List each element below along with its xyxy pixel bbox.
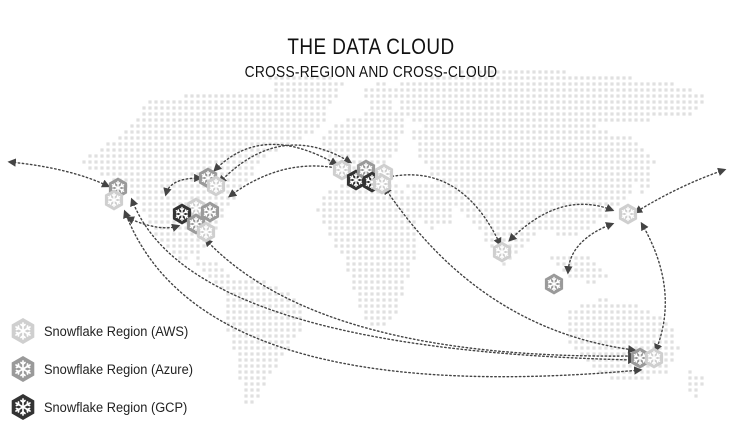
snowflake-region-marker [618, 203, 638, 225]
snowflake-icon [107, 192, 121, 208]
legend: Snowflake Region (AWS) Snowflake Region … [10, 312, 201, 426]
snowflake-icon [633, 350, 647, 366]
snowflake-icon [15, 322, 31, 340]
snowflake-icon [209, 178, 223, 194]
snowflake-region-marker [644, 347, 664, 369]
snowflake-icon [621, 206, 635, 222]
replication-arrow [123, 209, 643, 378]
replication-arrow [163, 173, 203, 197]
snowflake-region-marker [372, 173, 392, 195]
legend-label-gcp: Snowflake Region (GCP) [44, 399, 188, 415]
snowflake-region-marker [544, 273, 564, 295]
snowflake-region-marker [200, 201, 220, 223]
snowflake-region-marker [11, 318, 35, 344]
snowflake-region-marker [11, 356, 35, 382]
snowflake-icon [11, 356, 35, 382]
snowflake-region-marker [492, 241, 512, 263]
snowflake-region-marker [11, 394, 35, 420]
diagram-subtitle: CROSS-REGION AND CROSS-CLOUD [244, 64, 498, 81]
replication-arrow [640, 221, 666, 353]
snowflake-region-marker [630, 347, 650, 369]
diagram-title: THE DATA CLOUD [287, 34, 455, 59]
snowflake-icon [15, 360, 31, 378]
replication-arrow [383, 185, 637, 354]
snowflake-icon [375, 176, 389, 192]
snowflake-region-marker [172, 203, 192, 225]
snowflake-region-marker [104, 189, 124, 211]
legend-item-gcp: Snowflake Region (GCP) [10, 388, 201, 426]
snowflake-icon [335, 162, 349, 178]
snowflake-icon [189, 216, 203, 232]
connection-arrows [7, 143, 727, 378]
legend-label-azure: Snowflake Region (Azure) [44, 361, 193, 377]
snowflake-icon [15, 398, 31, 416]
replication-arrow [633, 167, 727, 214]
replication-arrow [218, 144, 353, 184]
snowflake-icon [11, 318, 35, 344]
snowflake-icon [199, 224, 213, 240]
legend-item-azure: Snowflake Region (Azure) [10, 350, 201, 388]
snowflake-icon [495, 244, 509, 260]
replication-arrow [125, 216, 181, 232]
legend-label-aws: Snowflake Region (AWS) [44, 323, 189, 339]
snowflake-region-marker [186, 197, 206, 219]
snowflake-icon [547, 276, 561, 292]
snowflake-icon [203, 204, 217, 220]
replication-arrow [7, 158, 111, 188]
snowflake-icon [11, 394, 35, 420]
snowflake-icon [175, 206, 189, 222]
snowflake-icon [189, 200, 203, 216]
snowflake-region-marker [332, 159, 352, 181]
replication-arrow [508, 203, 615, 242]
replication-arrow [204, 238, 637, 361]
replication-arrow [381, 172, 502, 247]
region-markers [104, 159, 664, 369]
snowflake-icon [647, 350, 661, 366]
legend-item-aws: Snowflake Region (AWS) [10, 312, 201, 350]
snowflake-region-marker [196, 221, 216, 243]
snowflake-region-marker [206, 175, 226, 197]
